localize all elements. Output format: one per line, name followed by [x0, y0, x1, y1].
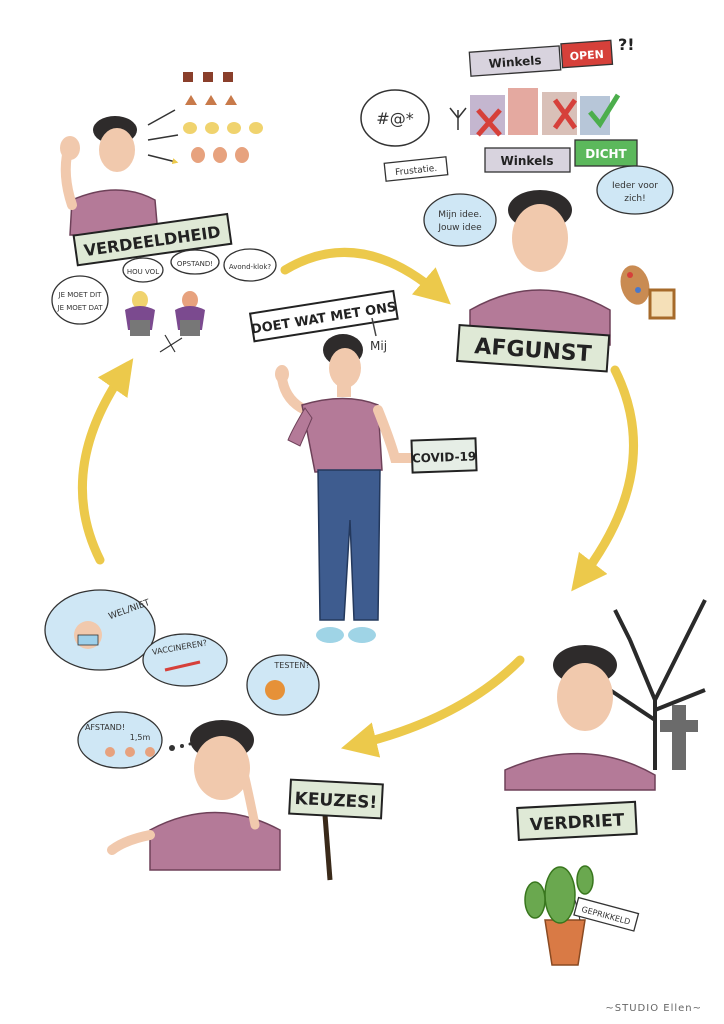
bubble-je-moet-dit: JE MOET DIT: [58, 291, 103, 299]
palette-and-frame-icons: [620, 265, 676, 320]
mij-label: Mij: [370, 339, 387, 353]
grave-cross: [660, 705, 698, 770]
verdeeldheid-section: VERDEELDHEID JE MOET DIT JE MOET DAT HOU…: [51, 72, 277, 353]
afgunst-section: #@* Frustatie. Winkels OPEN ?! Winkels D…: [360, 35, 676, 373]
winkels-open-sign: Winkels OPEN: [468, 39, 614, 77]
arrow-to-keuzes: [340, 655, 525, 758]
question-exclaim: ?!: [618, 35, 635, 54]
zich-text: zich!: [624, 194, 646, 204]
arrow-to-verdriet: [571, 365, 639, 592]
frustratie-text: Frustatie.: [395, 164, 438, 178]
verdriet-text: VERDRIET: [529, 810, 625, 835]
verdeeldheid-man-figure: [60, 116, 159, 236]
keuzes-section: WEL/NIET VACCINEREN? TESTEN? AFSTAND! 1,…: [44, 589, 384, 881]
keuzes-woman-figure: [107, 720, 281, 871]
anderhalve-meter-text: 1,5m: [130, 733, 151, 742]
arrow-to-afgunst: [280, 248, 451, 305]
afstand-text: AFSTAND!: [85, 723, 125, 732]
center-woman-figure: [275, 334, 425, 643]
dicht-word: DICHT: [585, 147, 627, 161]
frustratie-bubble: #@* Frustatie.: [360, 89, 449, 182]
bubble-opstand: OPSTAND!: [177, 260, 213, 268]
shop-facades: [449, 88, 621, 137]
open-word: OPEN: [569, 48, 604, 63]
verdriet-section: VERDRIET GEPRIKKELD: [504, 599, 707, 966]
rioters-figures: [125, 291, 205, 353]
bubble-je-moet-dat: JE MOET DAT: [57, 304, 104, 312]
covid-sign-text: COVID-19: [412, 449, 477, 465]
svg-text:#@*: #@*: [376, 109, 413, 128]
verdeeldheid-speech-bubbles: JE MOET DIT JE MOET DAT HOU VOL OPSTAND!…: [51, 248, 277, 325]
covid-19-sign: COVID-19: [410, 437, 478, 474]
ieder-voor-text: Ieder voor: [612, 181, 658, 191]
keuzes-text: KEUZES!: [294, 789, 377, 813]
afgunst-thought-clouds: Mijn idee. Jouw idee Ieder voor zich!: [423, 165, 674, 247]
keuzes-signpost: KEUZES!: [288, 778, 384, 881]
crowd-of-people-icons: [147, 72, 263, 163]
winkels-dicht-sign: Winkels DICHT: [484, 139, 638, 173]
studio-ellen-signature: ~STUDIO Ellen~: [605, 1003, 702, 1014]
winkels-dicht-word: Winkels: [501, 154, 554, 168]
cycle-arrows: [77, 248, 639, 758]
verdriet-label: VERDRIET: [516, 800, 638, 842]
keuzes-thought-clouds: WEL/NIET VACCINEREN? TESTEN? AFSTAND! 1,…: [44, 589, 320, 769]
verdriet-woman-figure: [504, 645, 656, 791]
winkels-open-word: Winkels: [488, 53, 542, 71]
afgunst-label: AFGUNST: [455, 323, 611, 373]
testen-text: TESTEN?: [273, 661, 309, 670]
center-section: DOET WAT MET ONS Mij COVID-19: [248, 289, 478, 643]
cactus-pot: [524, 865, 594, 966]
bubble-hou-vol: HOU VOL: [127, 268, 159, 276]
bare-tree: [608, 599, 707, 770]
jouw-idee-text: Jouw idee: [437, 223, 482, 233]
arrow-to-verdeeldheid: [77, 358, 134, 565]
bubble-avondklok: Avond-klok?: [229, 263, 272, 271]
mijn-idee-text: Mijn idee.: [438, 210, 481, 220]
